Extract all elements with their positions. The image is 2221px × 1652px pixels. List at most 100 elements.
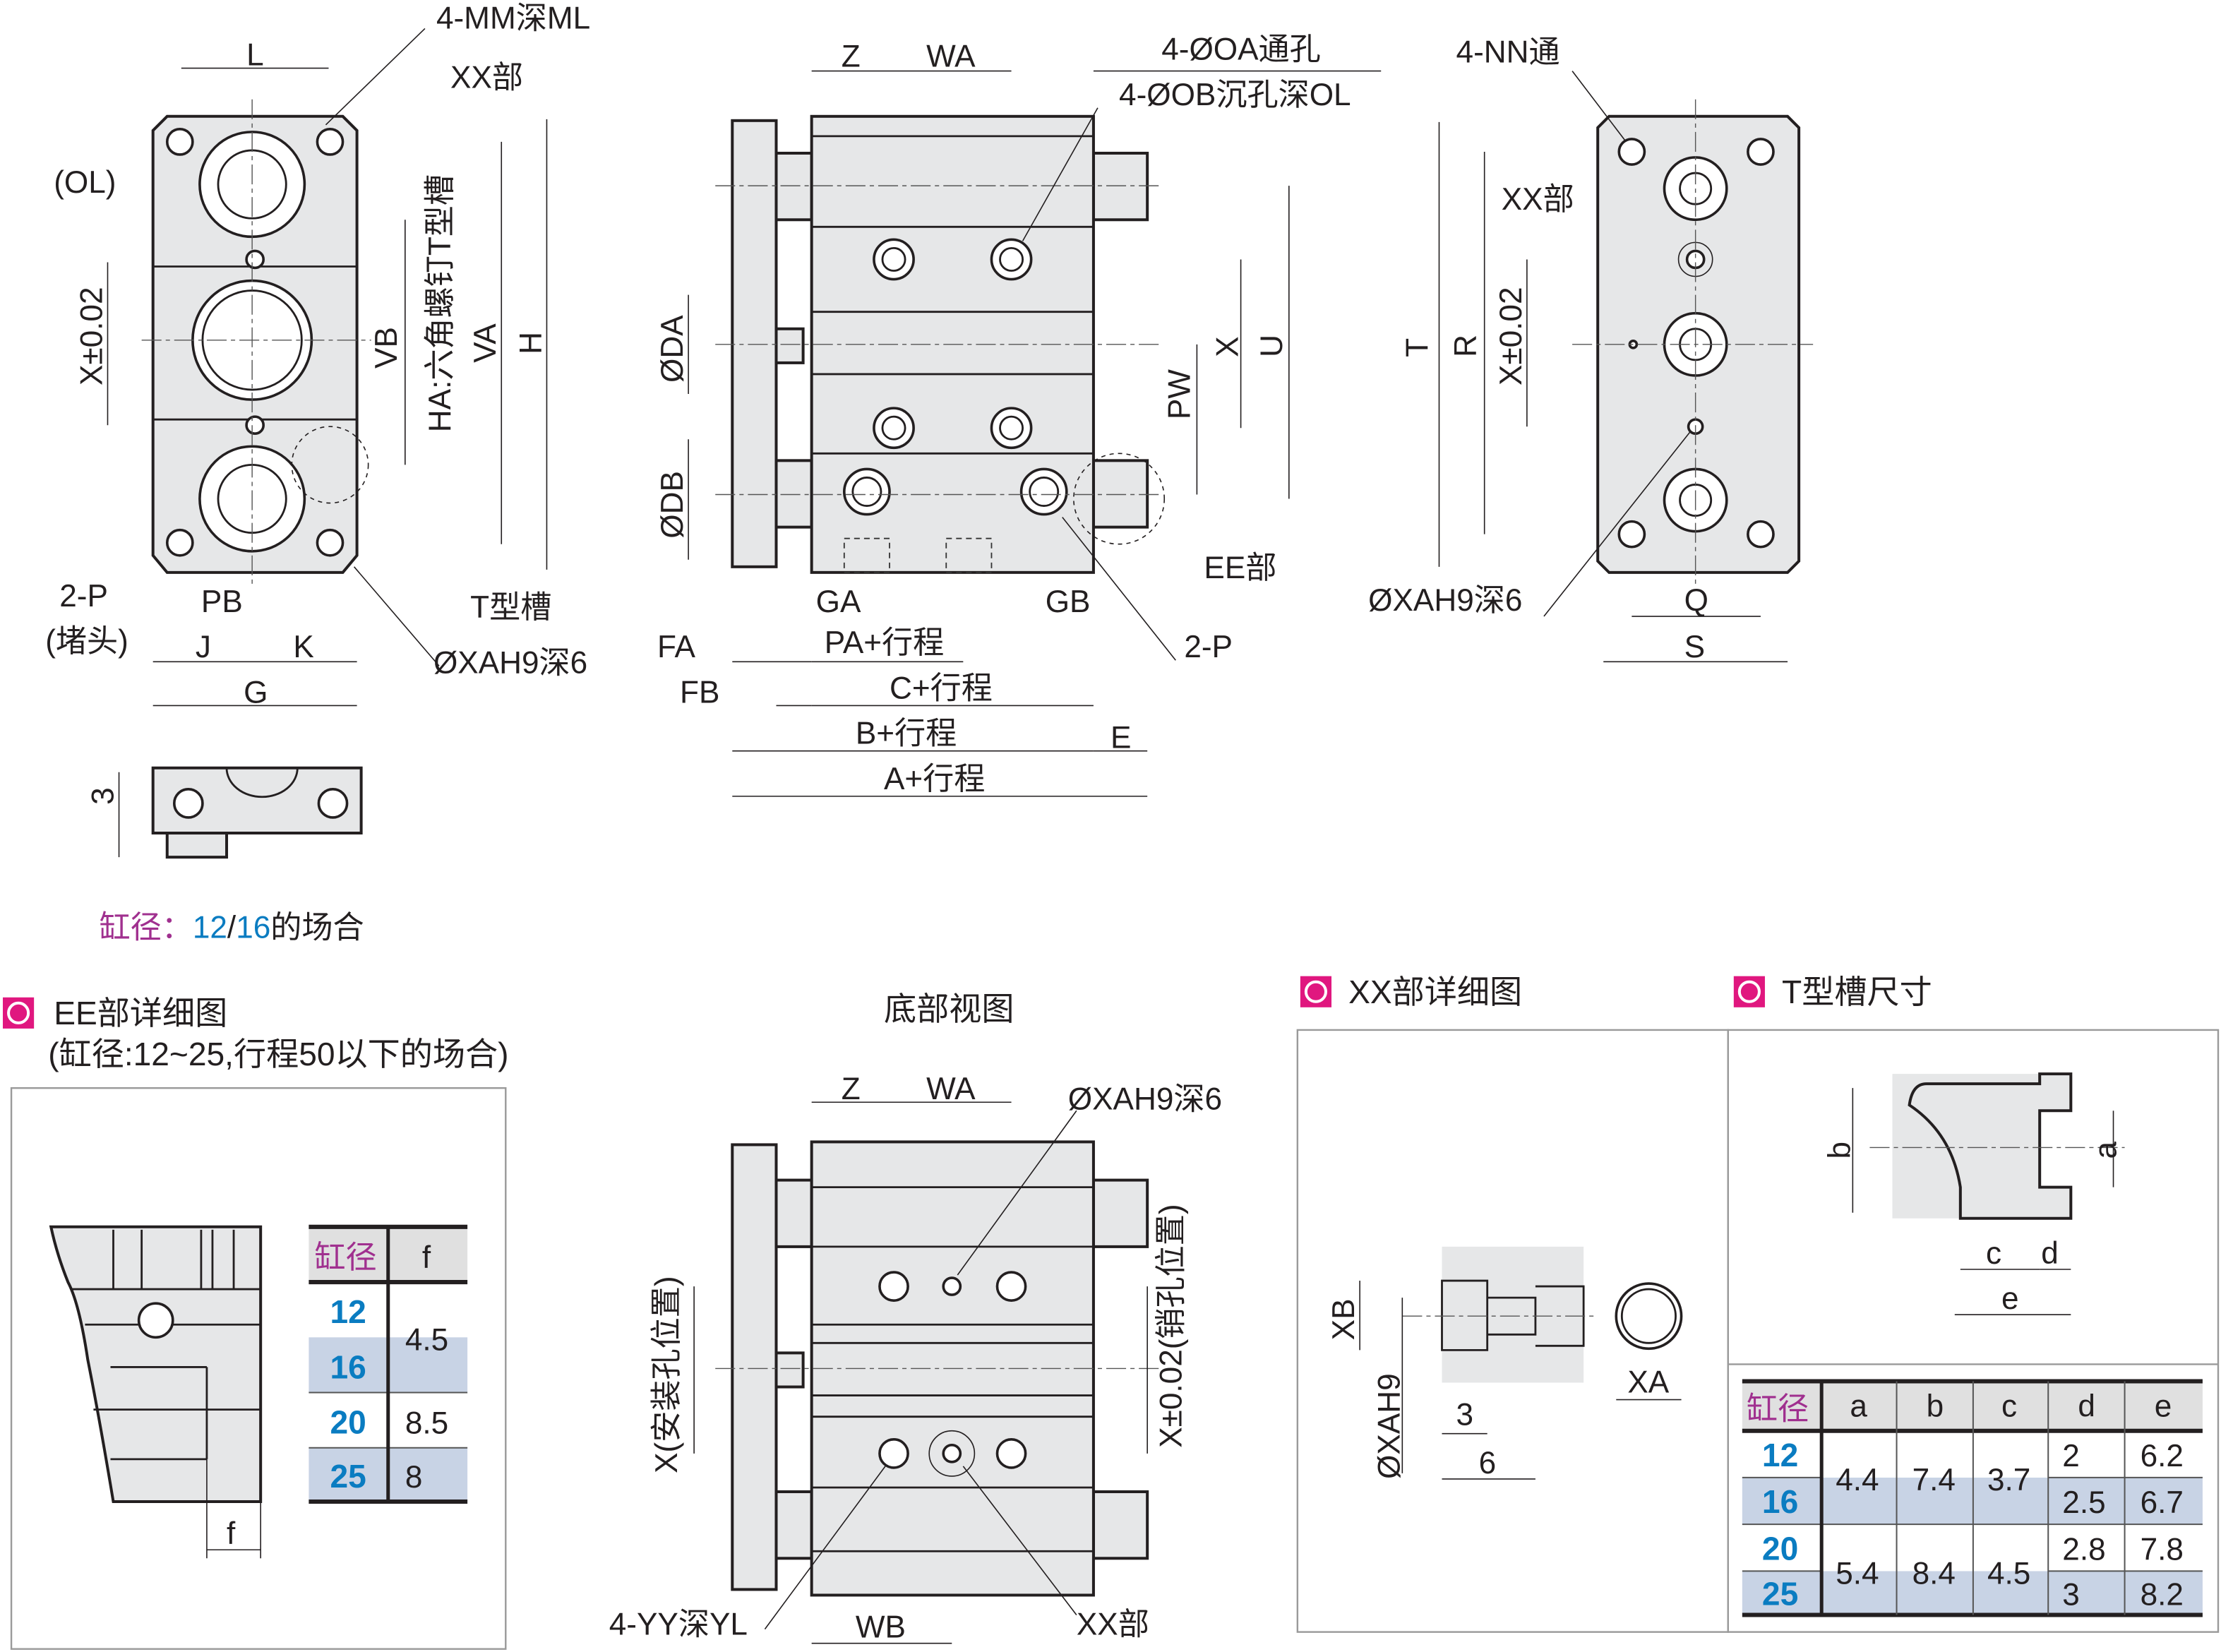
label-e: E [1110, 721, 1131, 755]
label-tslot: T型槽 [470, 590, 551, 625]
label-xx: XX部 [450, 61, 523, 95]
tslot-bore-12: 12 [1762, 1437, 1798, 1473]
xx-detail-title: XX部详细图 [1348, 974, 1522, 1010]
rear-view [1438, 71, 1814, 663]
label-z: Z [842, 40, 861, 74]
tslot-bore-20: 20 [1762, 1530, 1798, 1567]
label-x: X±0.02 [74, 287, 109, 385]
ee-f-12-16: 4.5 [405, 1322, 448, 1357]
label-g: G [244, 675, 268, 710]
label-ga: GA [816, 585, 861, 619]
ee-bore-25: 25 [330, 1458, 366, 1495]
label-ee: EE部 [1204, 551, 1276, 585]
label-pa: PA+行程 [825, 626, 945, 660]
tslot-bore-25: 25 [1762, 1576, 1798, 1612]
tslot-e-25: 8.2 [2141, 1578, 2184, 1612]
tslot-d-16: 2.5 [2062, 1485, 2105, 1520]
label-wb: WB [856, 1610, 906, 1645]
label-x: X±0.02 [1494, 287, 1528, 385]
xx-detail-section: XX部详细图 XB ØXAH9 3 6 XA [1296, 974, 1729, 1633]
tslot-e-16: 6.7 [2141, 1485, 2184, 1520]
tslot-header-d: d [2078, 1389, 2095, 1424]
label-b: B+行程 [856, 717, 957, 751]
label-xa: XA [1627, 1365, 1669, 1400]
tslot-table: 缸径 a b c d e 12 16 20 25 4.4 7.4 3.7 2 6… [1742, 1379, 2203, 1617]
label-xah9: ØXAH9 [1372, 1373, 1406, 1479]
side-view-labels: Z WA 4-ØOA通孔 4-ØOB沉孔深OL ØDA ØDB X U PW E… [655, 32, 1351, 796]
ee-f-20: 8.5 [405, 1406, 448, 1441]
label-e: e [2001, 1281, 2019, 1316]
label-va: VA [468, 323, 503, 363]
ee-bore-12: 12 [330, 1293, 366, 1330]
ee-f-25: 8 [405, 1460, 423, 1495]
label-mm: 4-MM深ML [436, 1, 590, 35]
front-view [107, 28, 548, 859]
front-view-labels: 4-MM深ML L XX部 (OL) X±0.02 VB HA:六角螺钉T型槽 … [45, 1, 590, 945]
tslot-d-20: 2.8 [2062, 1532, 2105, 1567]
label-vb: VB [369, 327, 404, 369]
tslot-header-a: a [1850, 1389, 1867, 1424]
bottom-view: 底部视图 Z WA ØXAH9深6 X(安装孔位置) X±0.02(销孔位置) … [609, 990, 1222, 1645]
label-xb: XB [1327, 1298, 1361, 1340]
label-6: 6 [1479, 1446, 1497, 1480]
label-pb: PB [201, 585, 243, 619]
label-plug: (堵头) [45, 624, 128, 659]
label-r: R [1449, 335, 1483, 357]
ee-bore-16: 16 [330, 1348, 366, 1385]
label-wa: WA [926, 1072, 976, 1106]
ee-detail-subtitle: (缸径:12~25,行程50以下的场合) [48, 1036, 508, 1072]
ee-detail-title: EE部详细图 [54, 995, 227, 1031]
tslot-a-12-16: 4.4 [1836, 1463, 1879, 1497]
ee-table-header-bore: 缸径 [314, 1240, 376, 1275]
label-xx: XX部 [1502, 182, 1574, 217]
tslot-header-b: b [1927, 1389, 1944, 1424]
label-k: K [293, 630, 313, 664]
label-yy: 4-YY深YL [609, 1608, 748, 1642]
label-3: 3 [1456, 1398, 1474, 1432]
ee-table: 缸径 f 12 16 20 25 4.5 8.5 8 [309, 1224, 468, 1504]
bottom-view-title: 底部视图 [884, 990, 1014, 1027]
tslot-title: T型槽尺寸 [1782, 974, 1932, 1010]
label-x-pin: X±0.02(销孔位置) [1154, 1204, 1188, 1447]
tslot-b-20-25: 8.4 [1912, 1556, 1956, 1591]
tslot-header-e: e [2155, 1389, 2172, 1424]
label-nn: 4-NN通 [1456, 35, 1560, 70]
tslot-b-12-16: 7.4 [1912, 1463, 1956, 1497]
label-t: T [1400, 338, 1435, 357]
label-c: C+行程 [890, 671, 993, 705]
label-pw: PW [1162, 369, 1197, 419]
label-fb: FB [680, 675, 719, 710]
bore-caption: 缸径：12/16的场合 [99, 911, 364, 945]
tslot-d-12: 2 [2062, 1439, 2080, 1473]
label-db: ØDB [655, 471, 690, 539]
tslot-section: T型槽尺寸 b a c d e 缸径 a b c d e 12 16 20 25… [1727, 974, 2220, 1633]
label-p: 2-P [59, 579, 108, 613]
label-b: b [1822, 1142, 1857, 1159]
label-d: d [2041, 1236, 2059, 1271]
tslot-header-c: c [2001, 1389, 2017, 1424]
tslot-c-12-16: 3.7 [1987, 1463, 2030, 1497]
label-xx: XX部 [1077, 1608, 1149, 1642]
rear-view-labels: 4-NN通 XX部 T R X±0.02 ØXAH9深6 Q S [1368, 35, 1708, 665]
label-fa: FA [657, 630, 696, 664]
label-a: A+行程 [884, 762, 985, 796]
ee-detail-section: EE部详细图 (缸径:12~25,行程50以下的场合) f 缸径 f 12 16… [3, 995, 509, 1650]
label-h: H [513, 332, 548, 354]
label-3: 3 [86, 787, 121, 805]
label-x-mount: X(安装孔位置) [649, 1276, 684, 1473]
label-gb: GB [1046, 585, 1091, 619]
tslot-a-20-25: 5.4 [1836, 1556, 1879, 1591]
label-ha: HA:六角螺钉T型槽 [423, 174, 457, 432]
label-s: S [1684, 630, 1705, 664]
ee-bore-20: 20 [330, 1404, 366, 1441]
label-x: X [1211, 336, 1245, 357]
label-xa: ØXAH9深6 [1068, 1082, 1222, 1116]
label-wa: WA [926, 40, 976, 74]
label-xa: ØXAH9深6 [433, 645, 587, 680]
side-view [688, 70, 1382, 797]
tslot-bore-16: 16 [1762, 1483, 1798, 1520]
label-q: Q [1684, 583, 1708, 618]
label-f: f [227, 1516, 236, 1551]
label-l: L [246, 38, 264, 73]
